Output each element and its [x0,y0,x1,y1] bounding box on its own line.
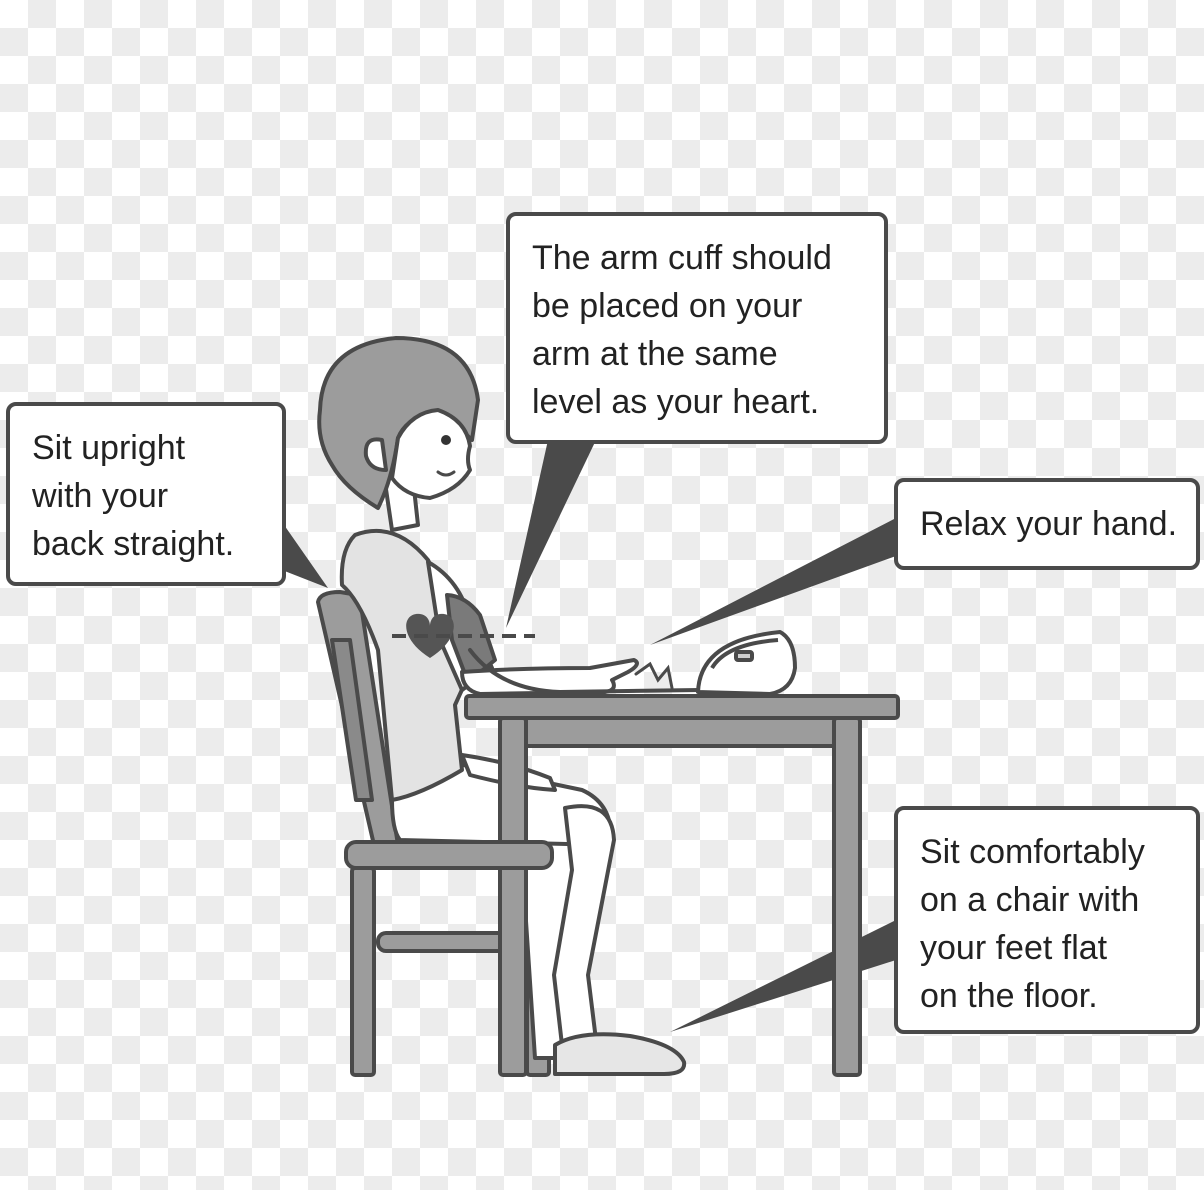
ear [366,439,386,470]
callout-feet-flat: Sit comfortably on a chair with your fee… [894,806,1200,1034]
callout-line: Sit upright [32,424,260,472]
table-apron [526,718,836,746]
fingers [636,664,672,688]
callout-line: Relax your hand. [920,500,1174,548]
callout-line: level as your heart. [532,378,862,426]
callout-arm-cuff: The arm cuff should be placed on your ar… [506,212,888,444]
callout-line: on a chair with [920,876,1174,924]
table-leg-right [834,718,860,1075]
blood-pressure-monitor-icon [698,632,795,694]
pointer-cuff [506,440,596,628]
callout-line: on the floor. [920,972,1174,1020]
callout-line: with your [32,472,260,520]
pointer-feet [670,920,896,1032]
monitor-body [698,632,795,694]
monitor-button [736,652,752,660]
chair-seat [346,842,552,868]
table-leg-left [500,718,526,1075]
callout-line: The arm cuff should [532,234,862,282]
callout-line: Sit comfortably [920,828,1174,876]
callout-line: arm at the same [532,330,862,378]
slipper [555,1034,684,1074]
callout-line: your feet flat [920,924,1174,972]
pointer-hand [650,518,896,645]
callout-line: back straight. [32,520,260,568]
chair-back-leg [352,868,374,1075]
table-top [466,696,898,718]
callout-relax-hand: Relax your hand. [894,478,1200,570]
eye [441,435,451,445]
callout-back-straight: Sit upright with your back straight. [6,402,286,586]
callout-line: be placed on your [532,282,862,330]
pointer-back [282,522,328,588]
